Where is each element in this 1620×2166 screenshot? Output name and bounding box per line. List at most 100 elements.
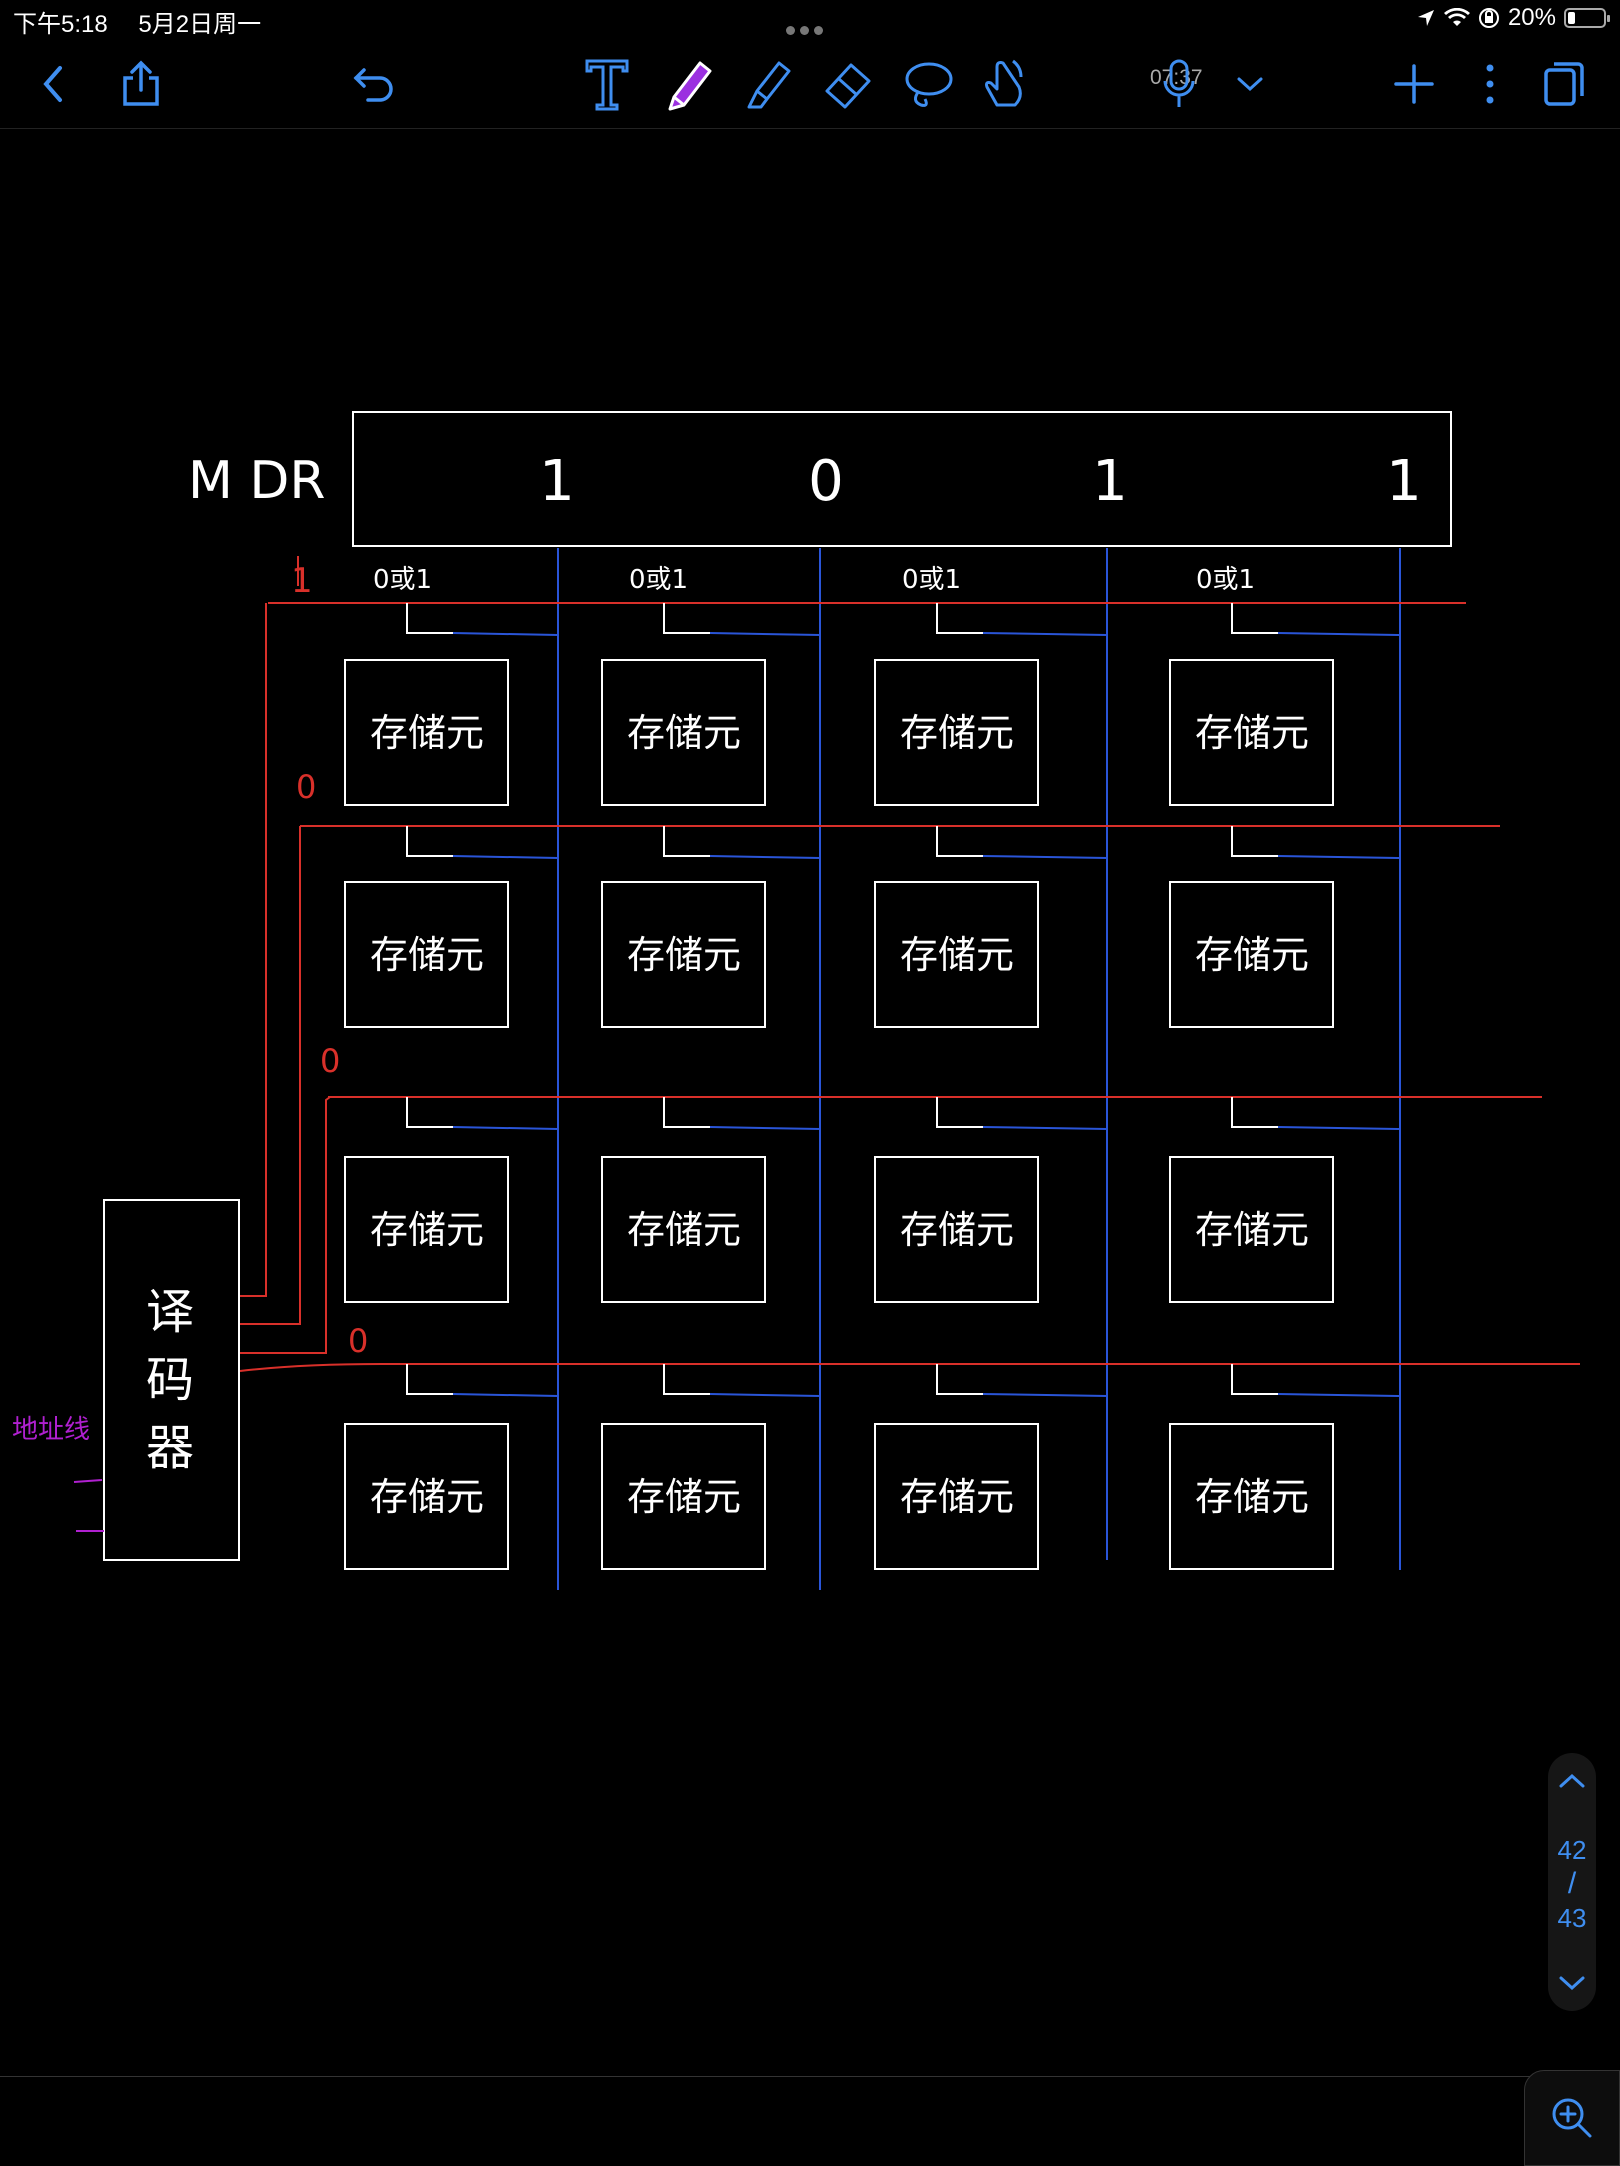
chevron-down-icon	[1237, 77, 1263, 92]
lasso-tool-button[interactable]	[900, 56, 956, 112]
cell-bit-link	[709, 855, 821, 859]
cell-bit-link	[982, 1393, 1108, 1397]
cell-select-stub	[663, 1364, 710, 1395]
cell-select-stub	[936, 1097, 983, 1128]
eraser-icon	[825, 63, 871, 109]
location-icon	[1417, 10, 1434, 26]
mdr-bit: 1	[1092, 449, 1128, 514]
rotation-lock-icon	[1478, 8, 1499, 28]
address-lines	[73, 1479, 104, 1532]
status-date: 5月2日周一	[138, 11, 262, 38]
pen-tool-button[interactable]	[661, 56, 717, 112]
audio-options-button[interactable]	[1222, 56, 1278, 112]
column-label: 0或1	[629, 565, 688, 595]
undo-icon	[353, 68, 393, 102]
row-select-value: 0	[348, 1322, 368, 1360]
mdr-bit: 1	[1386, 449, 1422, 514]
storage-cell	[601, 1423, 766, 1570]
cell-select-stub	[406, 826, 453, 857]
cell-select-stub	[1231, 603, 1278, 634]
storage-cell	[601, 881, 766, 1028]
storage-array: 存储元存储元存储元存储元存储元存储元存储元存储元存储元存储元存储元存储元存储元存…	[344, 603, 1401, 1570]
storage-cell	[1169, 1156, 1334, 1303]
decoder-label: 码	[146, 1352, 194, 1408]
storage-cell-label: 存储元	[1195, 933, 1309, 977]
storage-cell-label: 存储元	[627, 711, 741, 755]
decoder-connection	[240, 1096, 331, 1354]
storage-cell-label: 存储元	[1195, 1208, 1309, 1252]
cell-select-stub	[1231, 1364, 1278, 1395]
decoder-connection	[240, 603, 267, 1297]
multitasking-dots[interactable]	[786, 22, 830, 35]
highlighter-tool-button[interactable]	[740, 56, 796, 112]
cell-bit-link	[452, 1126, 559, 1130]
toolbar: 07:37	[0, 40, 1620, 129]
decoder-label: 译	[146, 1284, 194, 1340]
cell-select-stub	[936, 1364, 983, 1395]
cell-select-stub	[663, 1097, 710, 1128]
storage-cell	[874, 1423, 1039, 1570]
bit-lines	[557, 548, 1401, 1590]
bottom-bar	[0, 2076, 1620, 2161]
add-page-button[interactable]	[1386, 56, 1442, 112]
address-lines-label: 地址线	[12, 1415, 90, 1445]
address-line	[73, 1479, 103, 1483]
microphone-icon	[1163, 59, 1195, 107]
storage-cell	[874, 1156, 1039, 1303]
storage-cell-label: 存储元	[370, 1208, 484, 1252]
cell-select-stub	[406, 1364, 453, 1395]
chevron-left-icon	[43, 66, 62, 102]
storage-cell-label: 存储元	[900, 711, 1014, 755]
storage-cell	[601, 659, 766, 806]
cell-bit-link	[1277, 855, 1401, 859]
share-button[interactable]	[113, 56, 169, 112]
record-audio-button[interactable]	[1151, 56, 1207, 112]
status-time: 下午5:18	[13, 11, 108, 38]
decoder-box	[103, 1199, 240, 1561]
cell-select-stub	[936, 826, 983, 857]
total-pages: 43	[1557, 1903, 1587, 1933]
cell-bit-link	[452, 855, 559, 859]
undo-button[interactable]	[346, 56, 402, 112]
pen-icon	[668, 61, 712, 111]
storage-cell	[874, 659, 1039, 806]
text-tool-button[interactable]	[579, 56, 635, 112]
cell-bit-link	[982, 632, 1108, 636]
note-canvas[interactable]: M DR 1 0 1 1 0或1 0或1 0或1 0或1 1 0 0 0	[0, 128, 1620, 2076]
cell-bit-link	[1277, 1126, 1401, 1130]
back-button[interactable]	[25, 56, 81, 112]
mdr-bit: 1	[539, 449, 575, 514]
plus-icon	[1394, 64, 1434, 104]
cell-bit-link	[452, 632, 559, 636]
cell-select-stub	[936, 603, 983, 634]
word-lines	[239, 556, 1580, 1372]
previous-page-button[interactable]	[1548, 1761, 1596, 1801]
storage-cell	[344, 659, 509, 806]
eraser-tool-button[interactable]	[820, 56, 876, 112]
storage-cell	[344, 881, 509, 1028]
storage-cell	[1169, 1423, 1334, 1570]
current-page: 42	[1557, 1835, 1587, 1865]
row-select-value: 1	[291, 561, 313, 601]
zoom-in-icon	[1552, 2098, 1592, 2138]
storage-cell-label: 存储元	[370, 933, 484, 977]
zoom-button[interactable]	[1524, 2070, 1620, 2166]
storage-cell-label: 存储元	[900, 1475, 1014, 1519]
mdr-bit: 0	[808, 449, 844, 514]
more-vertical-icon	[1486, 64, 1494, 104]
row-select-value: 0	[296, 768, 316, 806]
cell-bit-link	[709, 1393, 821, 1397]
hand-tool-button[interactable]	[976, 56, 1032, 112]
recording-timer: 07:37	[1150, 66, 1203, 89]
cell-bit-link	[982, 1126, 1108, 1130]
storage-cell-label: 存储元	[627, 1475, 741, 1519]
chevron-up-icon	[1559, 1773, 1585, 1788]
more-options-button[interactable]	[1462, 56, 1518, 112]
pages-overview-button[interactable]	[1536, 56, 1592, 112]
column-label: 0或1	[1196, 565, 1255, 595]
decoder-connection	[239, 1363, 385, 1372]
handwritten-diagram: M DR 1 0 1 1 0或1 0或1 0或1 0或1 1 0 0 0	[12, 411, 1580, 1590]
next-page-button[interactable]	[1548, 1963, 1596, 2003]
page-separator: /	[1567, 1867, 1577, 1900]
status-left: 下午5:18 5月2日周一	[13, 4, 285, 39]
